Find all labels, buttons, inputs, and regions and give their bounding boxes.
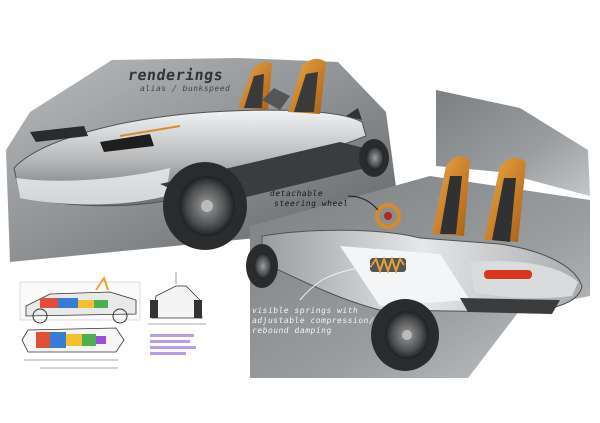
car-rendering-rear-view bbox=[246, 156, 583, 371]
coilover-spring bbox=[370, 255, 406, 275]
right-top-panel bbox=[436, 90, 590, 196]
car-intake bbox=[30, 126, 88, 142]
springs-annotation-line1: visible springs with bbox=[251, 306, 359, 315]
rear-seat-right bbox=[484, 157, 526, 242]
car-headlight bbox=[100, 134, 154, 152]
springs-annotation-line3: rebound damping bbox=[251, 326, 333, 335]
steering-annotation-line1: detachable bbox=[269, 189, 324, 198]
rear-car-rear-wheel bbox=[371, 299, 439, 371]
plan-view-sketch bbox=[21, 327, 125, 369]
page-title: renderings bbox=[126, 66, 225, 84]
steering-callout-line bbox=[347, 195, 379, 211]
spec-notes bbox=[150, 334, 196, 355]
front-wheel bbox=[163, 162, 247, 250]
steering-wheel bbox=[375, 203, 401, 229]
steering-annotation-line2: steering wheel bbox=[273, 199, 350, 208]
car-rendering-front-view bbox=[13, 58, 389, 250]
car-nose-shadow bbox=[16, 168, 170, 205]
springs-annotation-line2: adjustable compression/ bbox=[251, 316, 375, 325]
rear-wheel bbox=[359, 139, 389, 177]
technical-drawings bbox=[19, 272, 206, 369]
taillight bbox=[484, 270, 532, 279]
car-accent-line bbox=[119, 125, 181, 137]
rear-diffuser bbox=[460, 298, 560, 314]
roll-hoop bbox=[262, 88, 290, 110]
spring-callout-line bbox=[299, 265, 373, 301]
rear-seat-left bbox=[432, 156, 470, 236]
mirror bbox=[346, 108, 362, 120]
rear-car-front-wheel bbox=[246, 244, 278, 288]
front-elevation-sketch bbox=[148, 272, 206, 325]
seat-left bbox=[238, 62, 272, 110]
page-subtitle: alias / bunkspeed bbox=[139, 84, 232, 93]
seat-right bbox=[288, 58, 326, 114]
side-elevation-sketch bbox=[19, 275, 141, 324]
